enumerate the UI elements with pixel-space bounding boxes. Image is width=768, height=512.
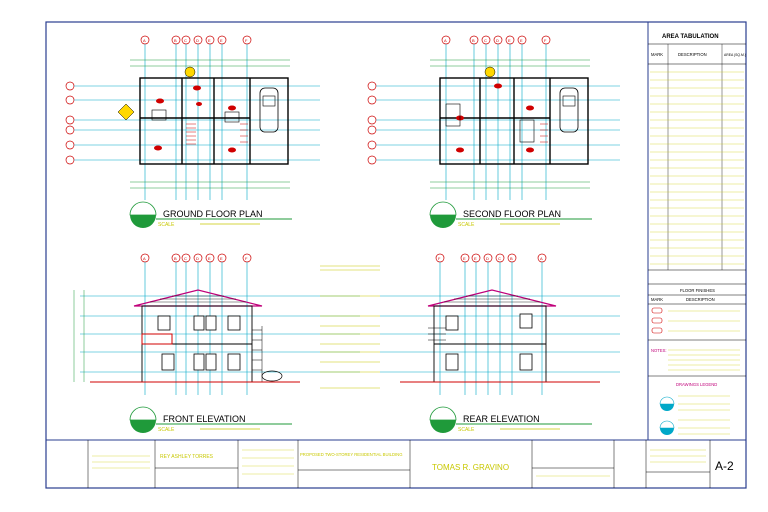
project-title: PROPOSED TWO-STOREY RESIDENTIAL BUILDING — [300, 452, 402, 457]
svg-text:B: B — [174, 38, 177, 43]
sheet-number: A-2 — [715, 459, 734, 473]
ground-floor-plan-scale: SCALE — [158, 222, 175, 228]
drawn-by-name: REY ASHLEY TORRES — [160, 454, 214, 460]
rear-elevation: F E E D C B A REAR ELEVATION SCALE — [380, 253, 620, 433]
svg-text:E: E — [520, 38, 523, 43]
svg-text:D: D — [196, 38, 199, 43]
finishes-col-description: DESCRIPTION — [686, 297, 715, 302]
svg-text:E: E — [463, 256, 466, 261]
area-col-description: DESCRIPTION — [678, 52, 707, 57]
svg-text:E: E — [208, 256, 211, 261]
rear-elevation-scale: SCALE — [458, 427, 475, 433]
svg-text:A: A — [143, 38, 146, 43]
svg-text:C: C — [184, 256, 187, 261]
svg-text:F: F — [544, 38, 547, 43]
svg-text:F: F — [245, 38, 248, 43]
sheet-border — [45, 21, 747, 489]
front-elevation-scale: SCALE — [158, 427, 175, 433]
owner-name: TOMAS R. GRAVINO — [432, 463, 509, 472]
drawings-legend-title: DRAWINGS LEGEND — [676, 382, 717, 387]
svg-text:B: B — [510, 256, 513, 261]
legend-symbols — [659, 395, 730, 435]
svg-text:A: A — [540, 256, 543, 261]
svg-text:E: E — [220, 256, 223, 261]
rear-elevation-title: REAR ELEVATION SCALE — [429, 406, 592, 433]
svg-text:F: F — [245, 256, 248, 261]
schedule-panel: AREA TABULATION MARK DESCRIPTION AREA (S… — [647, 22, 746, 440]
svg-text:D: D — [496, 38, 499, 43]
svg-text:F: F — [438, 256, 441, 261]
rear-elevation-label: REAR ELEVATION — [463, 414, 540, 424]
floor-finishes-title: FLOOR FINISHES — [680, 288, 715, 293]
notes-label: NOTES: — [651, 348, 667, 353]
svg-text:E: E — [208, 38, 211, 43]
svg-text:E: E — [220, 38, 223, 43]
area-tabulation-title: AREA TABULATION — [662, 34, 719, 40]
svg-text:B: B — [472, 38, 475, 43]
svg-text:C: C — [184, 38, 187, 43]
title-block: REY ASHLEY TORRES PROPOSED TWO-STOREY RE… — [46, 439, 746, 488]
svg-text:C: C — [484, 38, 487, 43]
second-floor-plan-scale: SCALE — [458, 222, 475, 228]
area-col-area: AREA (SQ.M.) — [724, 53, 746, 57]
svg-text:C: C — [498, 256, 501, 261]
svg-text:E: E — [508, 38, 511, 43]
finishes-col-mark: MARK — [651, 297, 663, 302]
second-floor-plan-label: SECOND FLOOR PLAN — [463, 209, 561, 219]
second-floor-plan-title: SECOND FLOOR PLAN SCALE — [429, 201, 592, 228]
svg-text:B: B — [174, 256, 177, 261]
front-elevation-label: FRONT ELEVATION — [163, 414, 246, 424]
svg-text:A: A — [444, 38, 447, 43]
svg-text:E: E — [474, 256, 477, 261]
ground-floor-plan-label: GROUND FLOOR PLAN — [163, 209, 263, 219]
level-callouts — [320, 265, 380, 389]
area-col-mark: MARK — [651, 52, 663, 57]
ground-floor-plan-title: GROUND FLOOR PLAN SCALE — [129, 201, 292, 228]
svg-text:D: D — [196, 256, 199, 261]
svg-text:D: D — [486, 256, 489, 261]
svg-text:A: A — [143, 256, 146, 261]
front-elevation-title: FRONT ELEVATION SCALE — [129, 406, 292, 433]
